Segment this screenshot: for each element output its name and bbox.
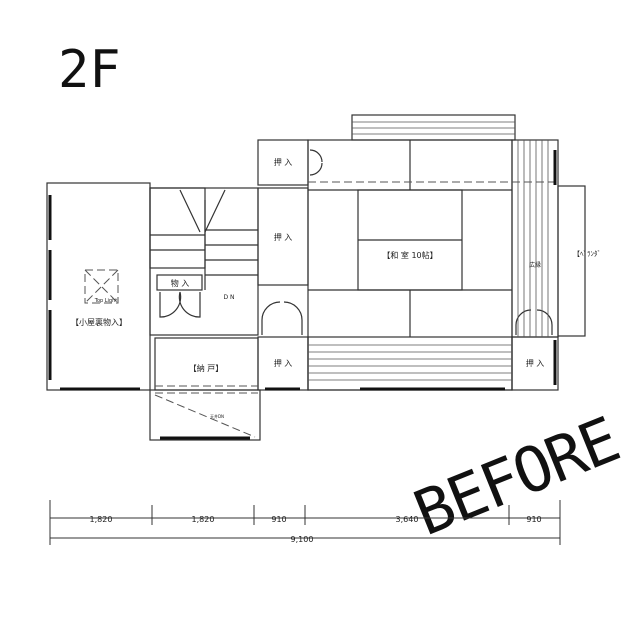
veranda-label: 【ﾍﾞﾗﾝﾀﾞ <box>573 250 601 258</box>
dimension-segment: 910 <box>526 515 541 524</box>
floor-label: 2F <box>58 40 121 100</box>
walls <box>46 114 586 441</box>
storage-small-label: 物 入 <box>171 278 190 288</box>
exterior-wall-marks <box>48 150 557 440</box>
down-label: D N <box>223 294 234 301</box>
dimension-segment: 3,640 <box>396 515 419 524</box>
storeroom-label: 【納 戸】 <box>189 363 224 373</box>
dashed-lines <box>84 181 558 438</box>
closet-label-right: 押 入 <box>526 358 545 368</box>
closet-label-top: 押 入 <box>274 157 293 167</box>
dimension-segment: 1,820 <box>192 515 215 524</box>
attic-storage-label: 【小屋裏物入】 <box>71 317 127 327</box>
dimension-total: 9,100 <box>291 535 314 544</box>
dimension-labels: 1,820 1,820 910 3,640 910 9,100 <box>90 515 542 544</box>
dimension-segment: 910 <box>271 515 286 524</box>
dimension-segment: 1,820 <box>90 515 113 524</box>
closet-label-middle: 押 入 <box>274 232 293 242</box>
dimension-lines <box>49 500 561 545</box>
japanese-room-label: 【和 室 10帖】 <box>382 250 437 260</box>
corridor-boards <box>308 121 549 381</box>
closet-label-bottom: 押 入 <box>274 358 293 368</box>
top-light-label: Top Light <box>94 298 118 304</box>
room-labels: 【小屋裏物入】 Top Light 物 入 D N 【納 戸】 天井DN 押 入… <box>71 157 601 419</box>
wide-corridor-label: 広縁 <box>529 261 541 269</box>
ceiling-dn-label: 天井DN <box>210 413 224 419</box>
